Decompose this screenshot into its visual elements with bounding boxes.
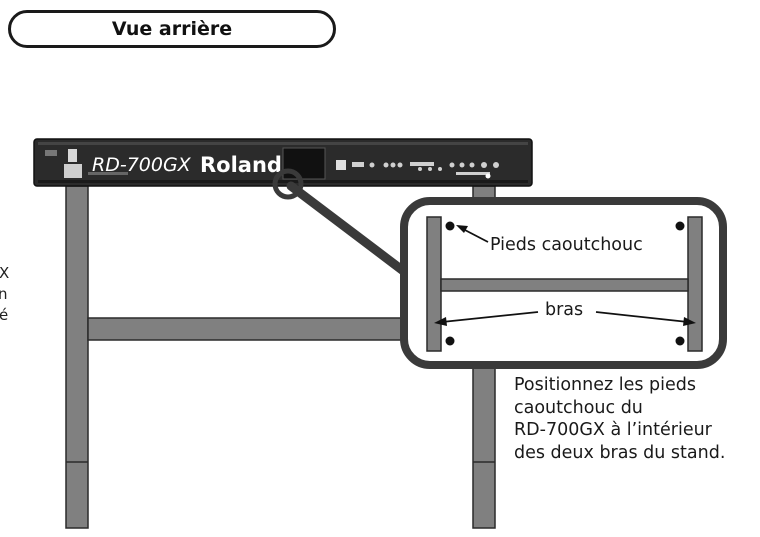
arms-arrow-left — [434, 311, 539, 326]
feet-arrow — [456, 225, 489, 243]
note-line-3: RD-700GX à l’intérieur — [514, 420, 712, 440]
rubber-foot-bottom-right — [675, 336, 685, 346]
arms-arrow-right — [595, 311, 696, 326]
rubber-feet-label: Pieds caoutchouc — [490, 235, 643, 255]
zoom-left-arm — [426, 216, 442, 352]
arms-label: bras — [545, 300, 584, 320]
note-line-4: des deux bras du stand. — [514, 442, 726, 463]
rear-jacks — [352, 162, 499, 179]
power-inlet-icon — [64, 164, 82, 178]
positioning-note: Positionnez les pieds caoutchouc du RD-7… — [514, 374, 758, 464]
stand-left-leg — [65, 185, 89, 529]
keyboard-rear-panel: RD-700GX Roland — [33, 138, 533, 187]
callout-anchor — [272, 168, 304, 200]
edge-text-fragment: X n é — [0, 263, 12, 326]
rubber-foot-bottom-left — [445, 336, 455, 346]
brand-logo: Roland — [200, 153, 282, 177]
power-switch-icon — [68, 149, 77, 162]
model-logo: RD-700GX — [92, 154, 192, 176]
edge-text-line-3: é — [0, 306, 9, 324]
callout-connector — [286, 181, 415, 281]
section-title: Vue arrière — [8, 10, 336, 48]
edge-text-line-2: n — [0, 285, 8, 303]
rear-window — [282, 147, 326, 180]
note-line-2: caoutchouc du — [514, 397, 643, 418]
edge-text-line-1: X — [0, 264, 10, 282]
rubber-foot-top-left — [445, 221, 455, 231]
section-title-text: Vue arrière — [111, 18, 233, 40]
zoom-crossbar — [440, 278, 689, 292]
note-line-1: Positionnez les pieds — [514, 375, 697, 395]
zoom-right-arm — [687, 216, 703, 352]
rubber-foot-top-right — [675, 221, 685, 231]
